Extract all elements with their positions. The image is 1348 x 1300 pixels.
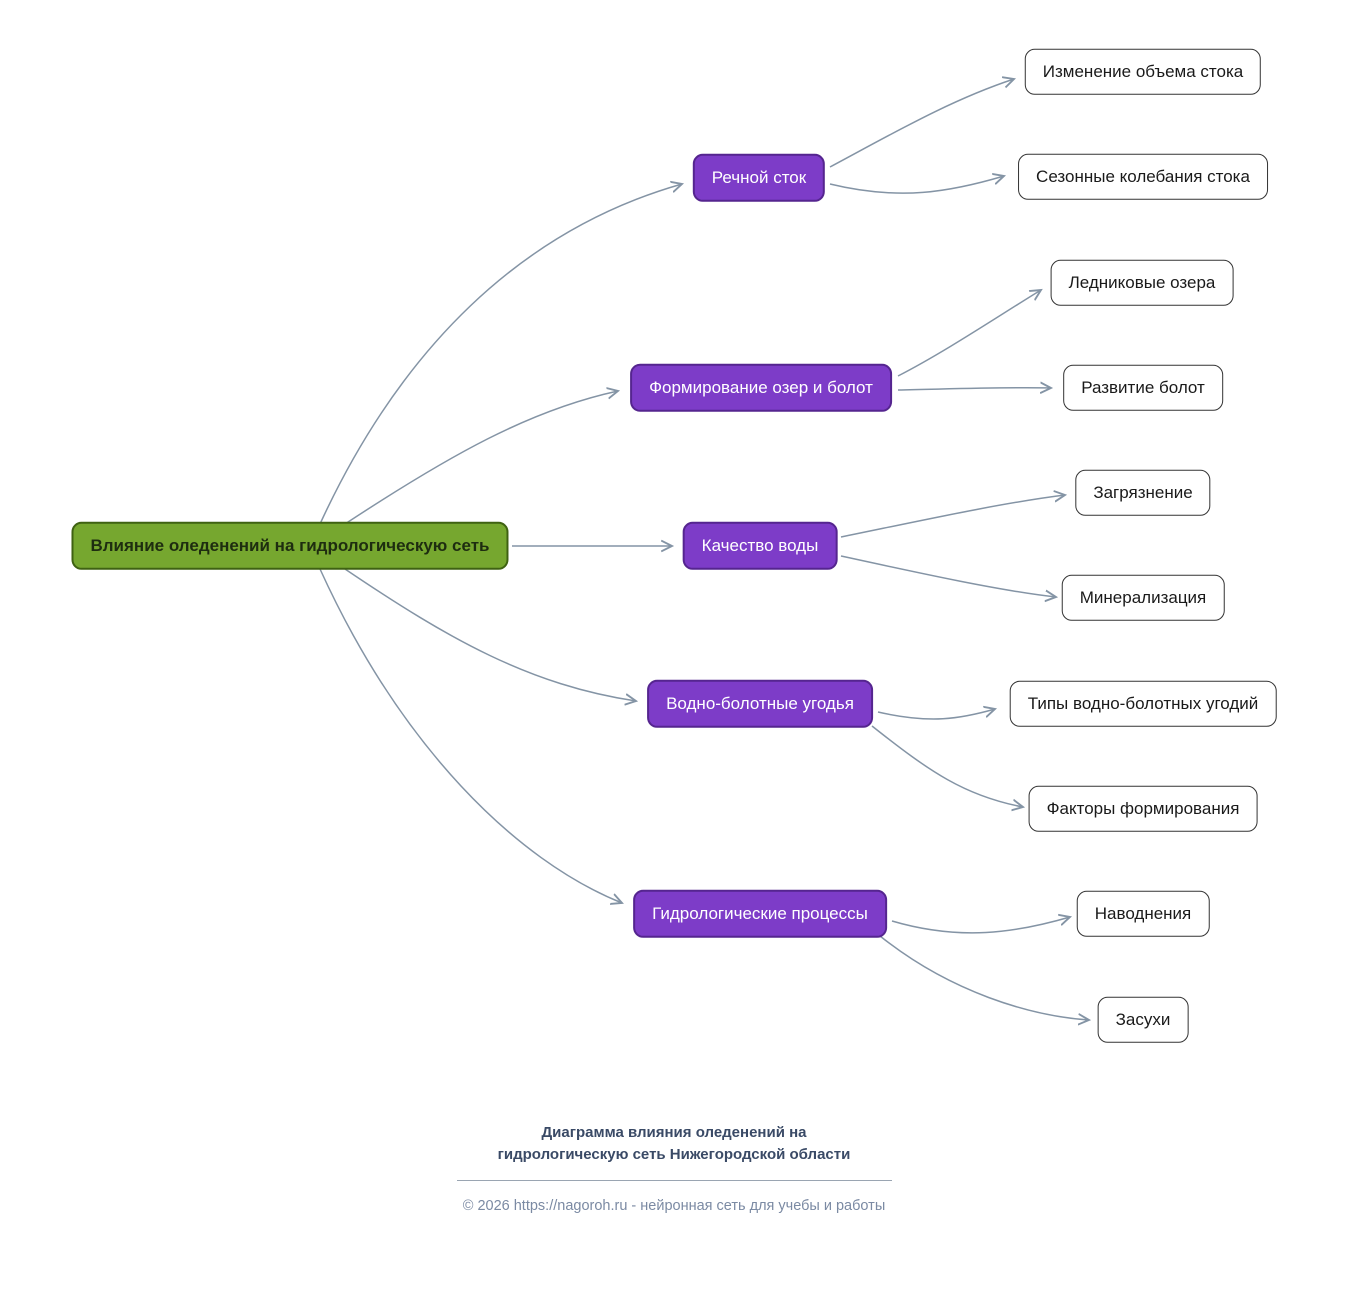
edge-lakes-bog-development [897,388,1051,390]
edge-root-hydro-processes [319,568,622,903]
edge-river-seasonal [829,176,1004,194]
node-leaf-pollution: Загрязнение [1075,469,1211,517]
node-branch-water-quality: Качество воды [682,521,838,571]
edge-river-volume-change [829,79,1014,168]
diagram-title-line2: гидрологическую сеть Нижегородской облас… [497,1145,851,1163]
footer-divider [456,1179,892,1181]
node-leaf-glacial-lakes: Ледниковые озера [1050,259,1234,307]
node-leaf-floods: Наводнения [1076,890,1210,938]
node-leaf-formation-factors: Факторы формирования [1028,785,1258,833]
node-leaf-mineralization: Минерализация [1061,574,1225,622]
node-branch-wetlands: Водно-болотные угодья [647,679,873,729]
node-leaf-wetland-types: Типы водно-болотных угодий [1009,680,1277,728]
node-branch-lakes-bogs: Формирование озер и болот [630,363,892,413]
edge-root-river-flow [319,184,682,525]
edge-hydro-floods [891,917,1070,934]
edge-hydro-droughts [879,935,1089,1020]
edge-root-lakes-bogs [344,391,618,525]
edge-wetlands-factors [871,725,1023,807]
edge-quality-mineralization [840,555,1056,597]
node-branch-hydro-processes: Гидрологические процессы [633,889,887,939]
edge-root-wetlands [344,568,636,701]
diagram-title-line1: Диаграмма влияния оледенений на [541,1124,807,1141]
footer: Диаграмма влияния оледенений на гидролог… [0,1122,1348,1214]
node-branch-river-flow: Речной сток [692,153,826,203]
node-leaf-volume-change: Изменение объема стока [1024,48,1262,96]
node-leaf-droughts: Засухи [1097,996,1189,1044]
edge-lakes-glacial-lakes [897,290,1041,377]
node-leaf-bog-development: Развитие болот [1063,364,1223,412]
edge-wetlands-types [877,709,995,720]
node-leaf-seasonal-fluctuations: Сезонные колебания стока [1018,153,1268,201]
copyright-text: © 2026 https://nagoroh.ru - нейронная се… [462,1197,886,1214]
node-root: Влияние оледенений на гидрологическую се… [71,521,509,571]
edge-quality-pollution [840,495,1065,538]
